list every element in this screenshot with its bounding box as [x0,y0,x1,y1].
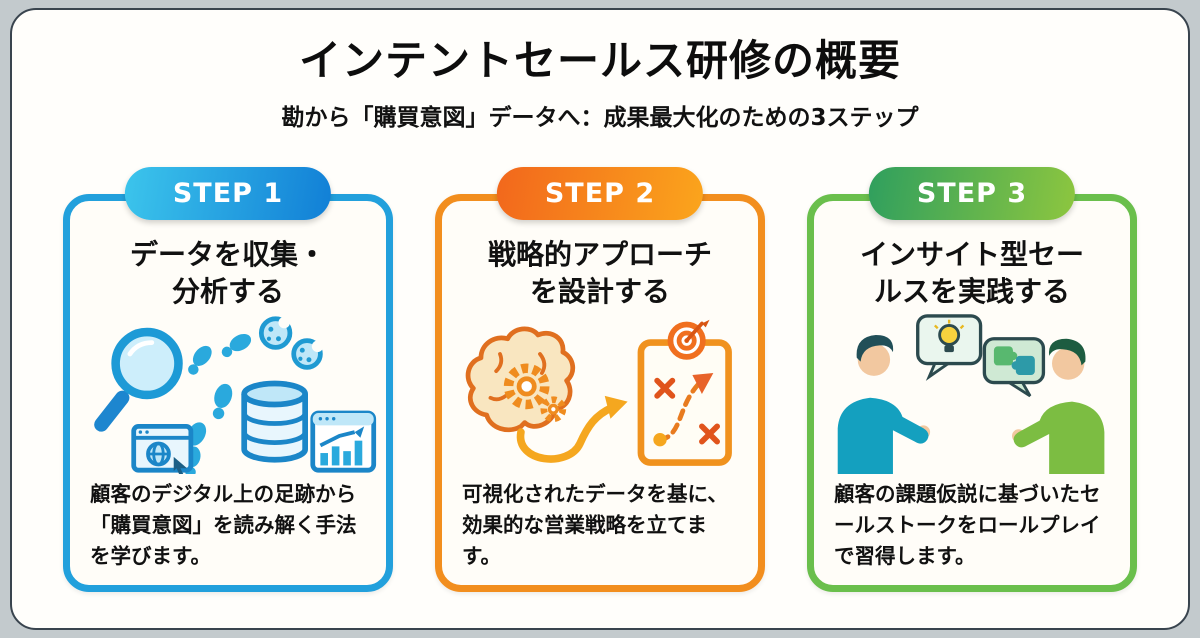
strategy-design-illustration [465,319,732,466]
step3-title-line1: インサイト型セー [859,238,1084,272]
step3-description: 顧客の課題仮説に基づいたセールストークをロールプレイで習得します。 [834,482,1101,568]
roleplay-conversation-illustration [837,314,1105,475]
step1-badge: STEP 1 [124,167,332,221]
step3-title-line2: ルスを実践する [873,275,1070,309]
curved-arrow-icon [516,395,628,463]
page-subtitle: 勘から「購買意図」データへ：成果最大化のための3ステップ [281,105,919,132]
conversation-people-icon [837,335,1105,475]
magnifier-icon [94,327,183,432]
step2-title-line2: を設計する [529,275,670,309]
step2-title: 戦略的アプローチ を設計する [448,237,752,311]
browser-globe-icon [131,424,194,475]
database-icon [241,380,308,463]
step3-badge: STEP 3 [868,167,1076,221]
step1-title: データを収集・ 分析する [76,237,380,311]
step3-card: STEP 3 インサイト型セー ルスを実践する [807,167,1137,593]
strategy-clipboard-icon [637,319,732,466]
bar-chart-icon [310,410,377,473]
step2-badge: STEP 2 [496,167,704,221]
data-collection-illustration [94,316,377,475]
step2-description: 可視化されたデータを基に、効果的な営業戦略を立てます。 [462,482,728,568]
step2-illustration [442,313,758,475]
cookies-icon [258,316,324,370]
step1-description: 顧客のデジタル上の足跡から「購買意図」を読み解く手法を学びます。 [90,482,357,568]
step2-title-line1: 戦略的アプローチ [487,238,712,272]
step3-title: インサイト型セー ルスを実践する [820,237,1124,311]
page-title: インテントセールス研修の概要 [298,36,901,85]
step3-illustration [814,313,1130,475]
header: インテントセールス研修の概要 勘から「購買意図」データへ：成果最大化のための3ス… [12,10,1188,132]
step1-card: STEP 1 データを収集・ 分析する [63,167,393,593]
step2-card: STEP 2 戦略的アプローチ を設計する [435,167,765,593]
target-icon [667,319,710,360]
brain-gears-icon [465,326,576,433]
step1-illustration [70,313,386,475]
steps-row: STEP 1 データを収集・ 分析する [12,167,1188,593]
puzzle-speech-bubble-icon [982,337,1046,398]
step1-title-line2: 分析する [171,275,284,309]
idea-speech-bubble-icon [916,314,983,381]
infographic-panel: インテントセールス研修の概要 勘から「購買意図」データへ：成果最大化のための3ス… [10,8,1190,630]
step1-title-line1: データを収集・ [129,238,326,272]
